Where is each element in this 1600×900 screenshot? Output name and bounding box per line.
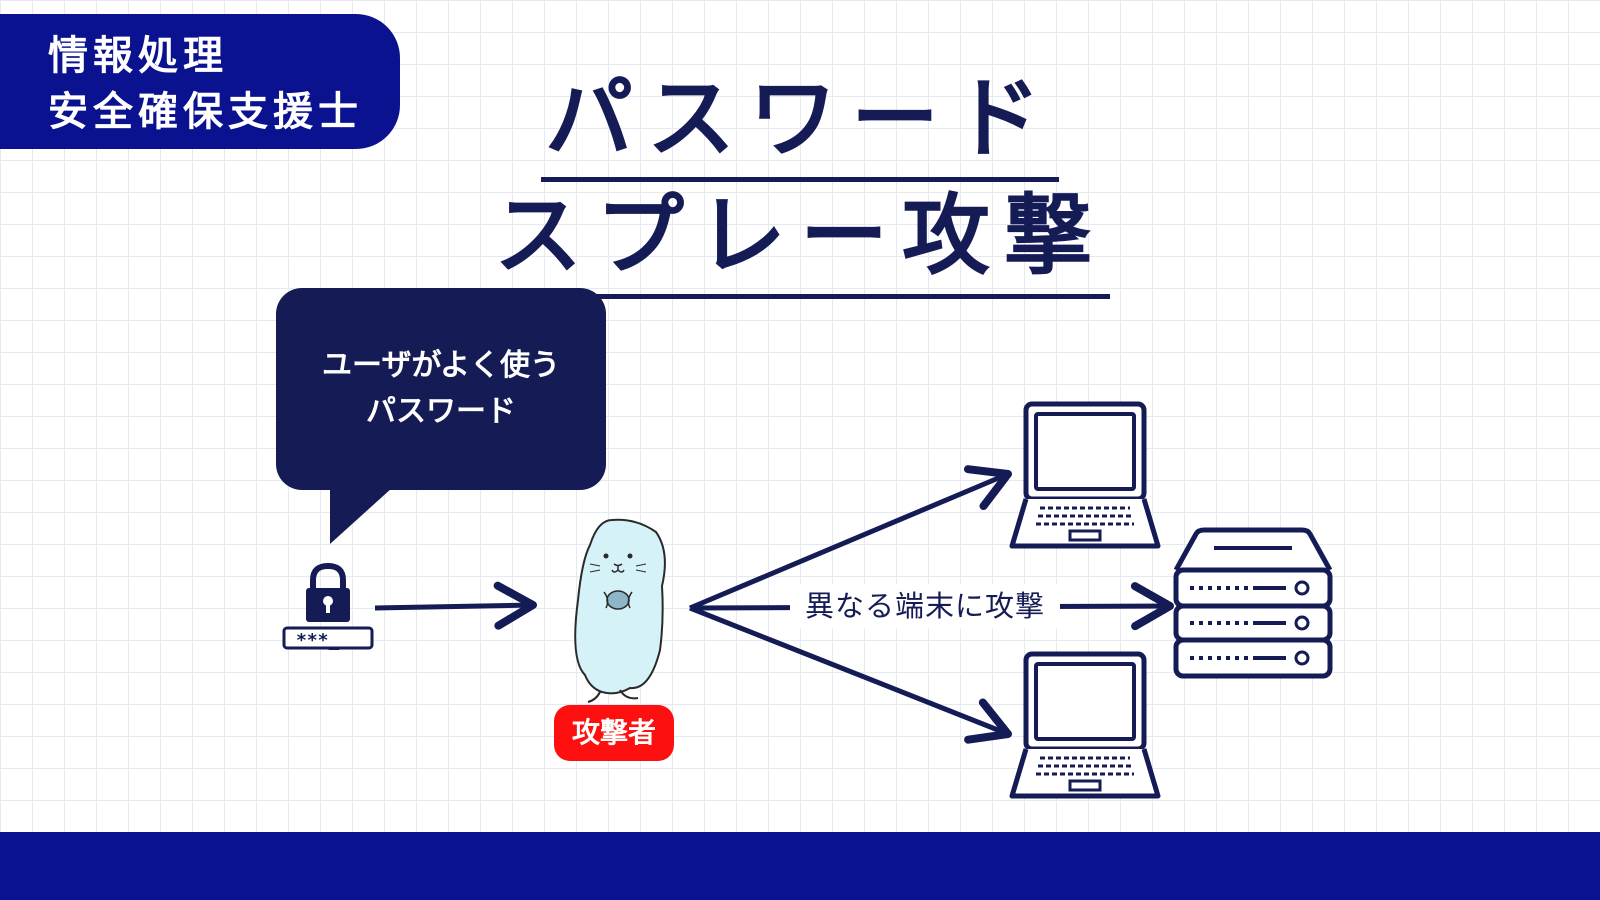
- title-text-2: スプレー攻撃: [489, 165, 1110, 299]
- laptop-icon: [1009, 401, 1161, 549]
- password-mask: ***_: [296, 630, 340, 651]
- attacker-label: 攻撃者: [554, 705, 674, 761]
- attack-label: 異なる端末に攻撃: [790, 584, 1060, 628]
- category-badge: 情報処理 安全確保支援士: [0, 14, 400, 149]
- seal-character: [574, 518, 666, 703]
- server-icon: [1173, 527, 1333, 679]
- bubble-line-2: パスワード: [366, 394, 516, 429]
- laptop-icon: [1009, 651, 1161, 799]
- badge-line-1: 情報処理: [48, 33, 228, 79]
- arrow-to-laptop-bottom: [689, 605, 1012, 744]
- speech-bubble-tail: [330, 488, 392, 544]
- bubble-line-1: ユーザがよく使う: [322, 348, 560, 383]
- arrow-to-laptop-top: [689, 465, 1012, 611]
- page-title-line-1: パスワード: [0, 48, 1600, 182]
- lock-icon: [306, 562, 350, 622]
- page-title-line-2: スプレー攻撃: [0, 165, 1600, 299]
- badge-line-2: 安全確保支援士: [48, 89, 363, 135]
- title-text-1: パスワード: [540, 48, 1059, 182]
- password-field-icon: ***_: [282, 626, 374, 651]
- footer-bar: [0, 832, 1600, 900]
- speech-bubble: ユーザがよく使う パスワード: [276, 288, 606, 490]
- arrow-to-attacker: [374, 581, 537, 630]
